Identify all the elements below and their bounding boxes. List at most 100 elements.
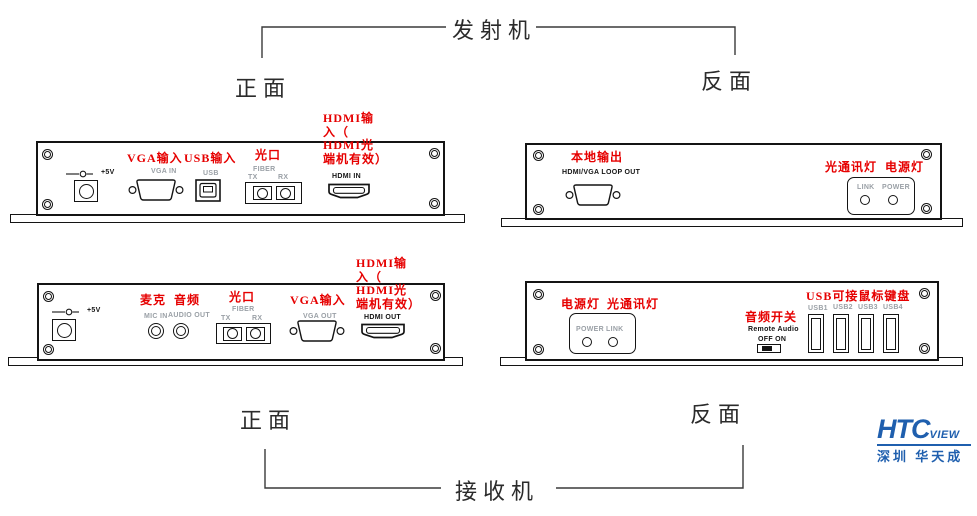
fiber-tx-port [252,186,272,200]
hdmi-port-label: HDMI IN [332,173,361,180]
hdmi-label-line-2: 入（ [323,124,350,139]
screw-icon [42,199,53,210]
screw-icon [919,288,930,299]
transmitter-back-label: 反面 [701,69,758,94]
hdmi-label-line-4: 端机有效） [356,296,422,311]
usb1-label: USB1 [808,305,828,312]
link-light-label: 光通讯灯 [607,297,660,311]
fiber-tx-label: TX [221,315,231,322]
link-led-icon [860,195,870,205]
link-text: LINK [857,184,875,191]
screw-icon [921,203,932,214]
audio-switch-label: 音频开关 [745,310,798,324]
screw-icon [429,148,440,159]
vga-connector [565,184,621,206]
hdmi-label-line-3: HDMI光 [323,138,374,152]
loop-out-port-label: HDMI/VGA LOOP OUT [562,169,641,176]
hdmi-input-label: HDMI输 入（ HDMI光 端机有效） [323,111,388,166]
usb4-label: USB4 [883,304,903,311]
link-led-icon [608,337,618,347]
dc-jack [74,180,98,202]
tx-front-panel: +5V VGA输入 VGA IN USB输入 USB 光口 FIBER TX R… [36,111,445,216]
vga-connector [128,179,184,201]
transmitter-front-label: 正面 [235,76,292,101]
hdmi-label-line-1: HDMI输 [356,256,407,270]
led-panel: POWER LINK [569,313,636,354]
power-led-icon [888,195,898,205]
screw-icon [533,150,544,161]
remote-audio-label: Remote Audio [748,326,799,333]
usb-a-port [833,314,849,353]
hdmi-label-line-2: 入（ [356,269,383,284]
audio-label: 音频 [174,293,201,307]
usb-keyboard-mouse-label: USB可接鼠标键盘 [806,289,911,303]
logo-subtitle: 深圳 华天成 [877,449,964,464]
receiver-front-label: 正面 [240,408,297,433]
usb2-label: USB2 [833,304,853,311]
switch-states-label: OFF ON [758,336,787,343]
usb-a-port [883,314,899,353]
dc-jack [52,319,76,341]
vga-input-label: VGA输入 [127,151,183,165]
usb-a-port [808,314,824,353]
vga-input-label: VGA输入 [290,293,346,307]
mic-port-label: MIC IN [144,313,168,320]
logo-brand: HTC [877,414,930,444]
led-panel: LINK POWER [847,177,915,215]
fiber-rx-port [245,326,265,341]
logo-brand-suffix: view [929,429,960,441]
fiber-rx-port [275,186,295,200]
logo: HTCview 深圳 华天成 [877,414,971,465]
dc-power-label: +5V [101,169,115,176]
dc-power-label: +5V [87,307,101,314]
tx-back-panel: 本地输出 HDMI/VGA LOOP OUT 光通讯灯 电源灯 LINK POW… [525,143,942,220]
mic-label: 麦克 [140,293,167,307]
screw-icon [919,343,930,354]
usb-input-label: USB输入 [184,151,237,165]
audio-out-port-label: AUDIO OUT [168,312,210,319]
fiber-label: 光口 [255,148,282,162]
fiber-label: 光口 [229,290,256,304]
screw-icon [429,198,440,209]
vga-port-label: VGA IN [151,168,177,175]
fiber-rx-label: RX [252,315,263,322]
fiber-tx-port [222,326,242,341]
power-led-icon [582,337,592,347]
link-light-label: 光通讯灯 [825,160,878,174]
screw-icon [533,344,544,355]
screw-icon [430,290,441,301]
power-text: POWER [882,184,910,191]
receiver-back-label: 反面 [690,402,747,427]
transmitter-group-label: 发射机 [452,18,537,43]
power-text: POWER [576,326,604,333]
usb-b-connector [195,179,221,202]
fiber-port-label: FIBER [253,166,276,173]
usb3-label: USB3 [858,304,878,311]
rx-back-panel: 电源灯 光通讯灯 POWER LINK 音频开关 Remote Audio OF… [525,281,939,361]
vga-port-label: VGA OUT [303,313,337,320]
screw-icon [430,343,441,354]
hdmi-connector [328,183,370,199]
dc-power-symbol-icon [66,170,93,178]
screw-icon [43,291,54,302]
audio-jack [173,323,189,339]
fiber-ports [216,323,271,344]
mic-jack [148,323,164,339]
screw-icon [533,204,544,215]
screw-icon [42,149,53,160]
rx-front-panel: +5V 麦克 音频 MIC IN AUDIO OUT 光口 FIBER TX R… [37,256,445,361]
fiber-ports [245,182,302,204]
power-light-label: 电源灯 [885,160,925,174]
link-text: LINK [606,326,624,333]
hdmi-connector [361,323,405,339]
local-output-label: 本地输出 [571,150,624,164]
fiber-tx-label: TX [248,174,258,181]
audio-switch-icon [757,344,781,353]
hdmi-port-label: HDMI OUT [364,314,402,321]
hdmi-output-label: HDMI输 入（ HDMI光 端机有效） [356,256,422,311]
dc-power-symbol-icon [52,308,79,316]
usb-a-port [858,314,874,353]
fiber-port-label: FIBER [232,306,255,313]
